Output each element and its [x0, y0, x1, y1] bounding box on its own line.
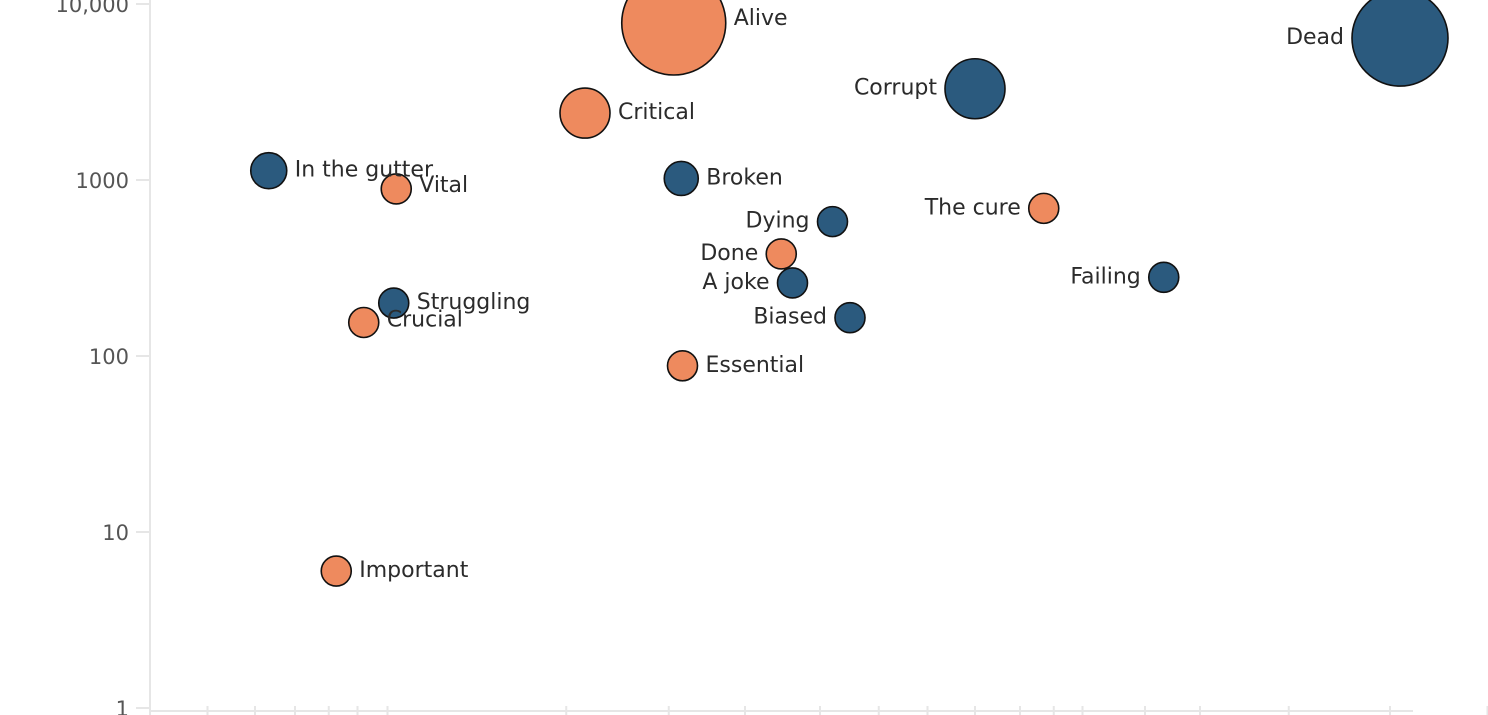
bubble-label: A joke	[702, 270, 769, 295]
bubble-essential	[666, 349, 699, 382]
bubble-label: Biased	[753, 305, 827, 330]
y-tick-label: 1	[116, 697, 129, 715]
axes: 1 10 100 1000 10,000	[56, 0, 1488, 715]
bubble-label: Critical	[618, 100, 695, 125]
bubble-label: Dead	[1286, 25, 1344, 50]
bubble-label: Dying	[746, 209, 810, 234]
bubble-crucial	[347, 306, 380, 339]
bubble-label: Vital	[419, 173, 468, 198]
bubble-dead	[1351, 0, 1449, 87]
bubble-label: The cure	[924, 195, 1021, 220]
bubble-critical	[559, 87, 611, 139]
bubble-label: Corrupt	[854, 76, 937, 101]
y-tick-label: 10,000	[56, 0, 129, 17]
bubble-label: Done	[700, 241, 758, 266]
bubble-vital	[380, 173, 413, 205]
bubble-label: In the gutter	[295, 158, 434, 183]
bubble-label: Essential	[706, 353, 805, 378]
bubble-failing	[1147, 261, 1180, 294]
bubble-important	[320, 555, 353, 587]
bubble-label: Crucial	[387, 308, 463, 333]
bubble-label: Alive	[734, 6, 788, 31]
bubble-done	[765, 238, 798, 270]
bubble-label: Struggling	[417, 290, 531, 315]
bubble-a-joke	[776, 267, 809, 299]
bubble-dying	[816, 205, 849, 238]
bubble-alive	[620, 0, 727, 76]
bubble-label: Important	[359, 558, 468, 583]
y-tick-label: 100	[89, 345, 129, 369]
bubble-label: Failing	[1070, 264, 1140, 289]
bubble-the-cure	[1027, 192, 1060, 225]
bubble-label: Broken	[706, 165, 783, 190]
bubble-in-the-gutter	[249, 151, 288, 190]
bubble-struggling	[377, 287, 410, 319]
y-tick-label: 1000	[76, 169, 129, 193]
bubble-biased	[834, 301, 866, 334]
bubble-broken	[663, 160, 700, 197]
y-tick-label: 10	[102, 521, 129, 545]
bubbles-layer	[249, 0, 1449, 587]
bubble-corrupt	[944, 57, 1006, 120]
